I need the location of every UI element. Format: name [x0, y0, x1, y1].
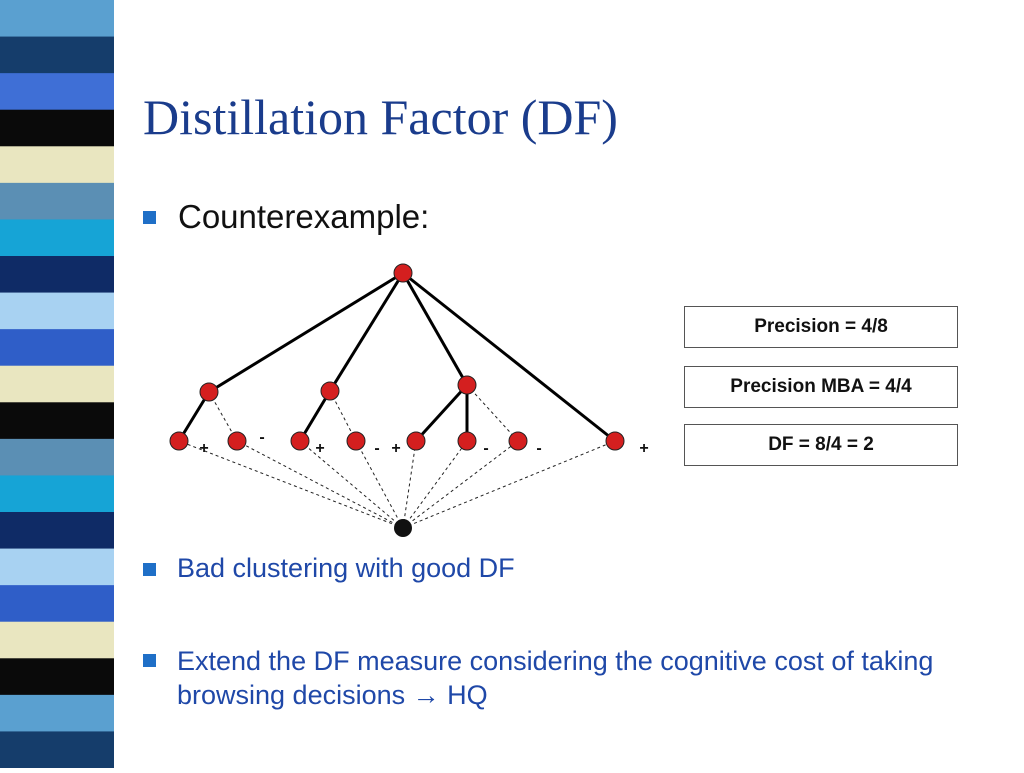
leaf-label-2: +	[315, 440, 324, 457]
stripe-15	[0, 548, 114, 586]
cluster-node-0	[199, 382, 219, 402]
stripe-3	[0, 109, 114, 147]
tree-edge-4	[177, 391, 211, 442]
stripe-0	[0, 0, 114, 38]
stripe-19	[0, 694, 114, 733]
cluster-node-2	[457, 375, 477, 395]
tree-edge-3	[402, 271, 616, 443]
leaf-node-6	[508, 431, 528, 451]
leaf-label-7: +	[639, 440, 648, 457]
bullet-text: Extend the DF measure considering the co…	[177, 644, 957, 712]
target-node	[394, 519, 412, 537]
leaf-label-0: +	[199, 440, 208, 457]
stripe-edge	[114, 0, 124, 768]
cluster-node-1	[320, 381, 340, 401]
dashed-link-target-leaf-3	[355, 440, 404, 529]
stripe-6	[0, 219, 114, 257]
bullet-text: Counterexample:	[178, 198, 430, 235]
stripe-pattern	[0, 0, 114, 769]
tree-edge-0	[208, 271, 404, 394]
leaf-label-1: -	[259, 429, 264, 446]
bullet-square-icon	[143, 654, 156, 667]
bullet-square-icon	[143, 211, 156, 224]
stripe-12	[0, 438, 114, 477]
stripe-4	[0, 146, 114, 184]
tree-edge-1	[328, 272, 405, 392]
stripe-10	[0, 365, 114, 403]
leaf-label-3: -	[374, 440, 379, 457]
stripe-14	[0, 512, 114, 550]
leaf-node-2	[290, 431, 310, 451]
leaf-node-1	[227, 431, 247, 451]
stripe-16	[0, 585, 114, 623]
leaf-label-4: +	[391, 440, 400, 457]
root-node	[393, 263, 413, 283]
bullet-bad-clustering: Bad clustering with good DF	[143, 553, 515, 584]
tree-edge-2	[401, 272, 469, 386]
dashed-link-target-leaf-7	[402, 440, 616, 529]
stripe-20	[0, 731, 114, 769]
stripe-18	[0, 658, 114, 696]
dashed-cluster-link-2	[466, 384, 519, 442]
slide-title: Distillation Factor (DF)	[143, 89, 618, 145]
stripe-11	[0, 402, 114, 440]
stripe-13	[0, 475, 114, 513]
leaf-node-3	[346, 431, 366, 451]
dashed-link-target-leaf-5	[402, 440, 468, 529]
leaf-label-6: -	[536, 440, 541, 457]
bullet-main-text: Extend the DF measure considering the co…	[177, 646, 934, 710]
bullet-square-icon	[143, 563, 156, 576]
leaf-node-4	[406, 431, 426, 451]
stripe-2	[0, 73, 114, 111]
leaf-node-0	[169, 431, 189, 451]
df-box: DF = 8/4 = 2	[684, 424, 958, 466]
precision-mba-box: Precision MBA = 4/4	[684, 366, 958, 408]
bullet-text: Bad clustering with good DF	[177, 553, 515, 583]
stripe-1	[0, 36, 114, 74]
stripe-17	[0, 621, 114, 659]
stripe-9	[0, 329, 114, 367]
dashed-link-target-leaf-1	[236, 440, 404, 529]
stripe-8	[0, 292, 114, 330]
dashed-link-target-leaf-6	[402, 440, 519, 529]
right-arrow-icon: →	[412, 680, 440, 710]
tree-edge-5	[298, 390, 332, 442]
dashed-link-target-leaf-0	[178, 440, 404, 529]
dashed-link-target-leaf-4	[402, 440, 417, 529]
leaf-label-5: -	[483, 440, 488, 457]
leaf-node-5	[457, 431, 477, 451]
bullet-suffix: HQ	[447, 680, 488, 710]
bullet-counterexample: Counterexample:	[143, 198, 429, 236]
stripe-5	[0, 182, 114, 221]
dashed-link-target-leaf-2	[299, 440, 404, 529]
tree-edge-6	[414, 383, 469, 443]
decorative-stripe-bar	[0, 0, 124, 769]
stripe-7	[0, 256, 114, 294]
leaf-node-7	[605, 431, 625, 451]
precision-box: Precision = 4/8	[684, 306, 958, 348]
bullet-extend-df: Extend the DF measure considering the co…	[143, 644, 957, 712]
